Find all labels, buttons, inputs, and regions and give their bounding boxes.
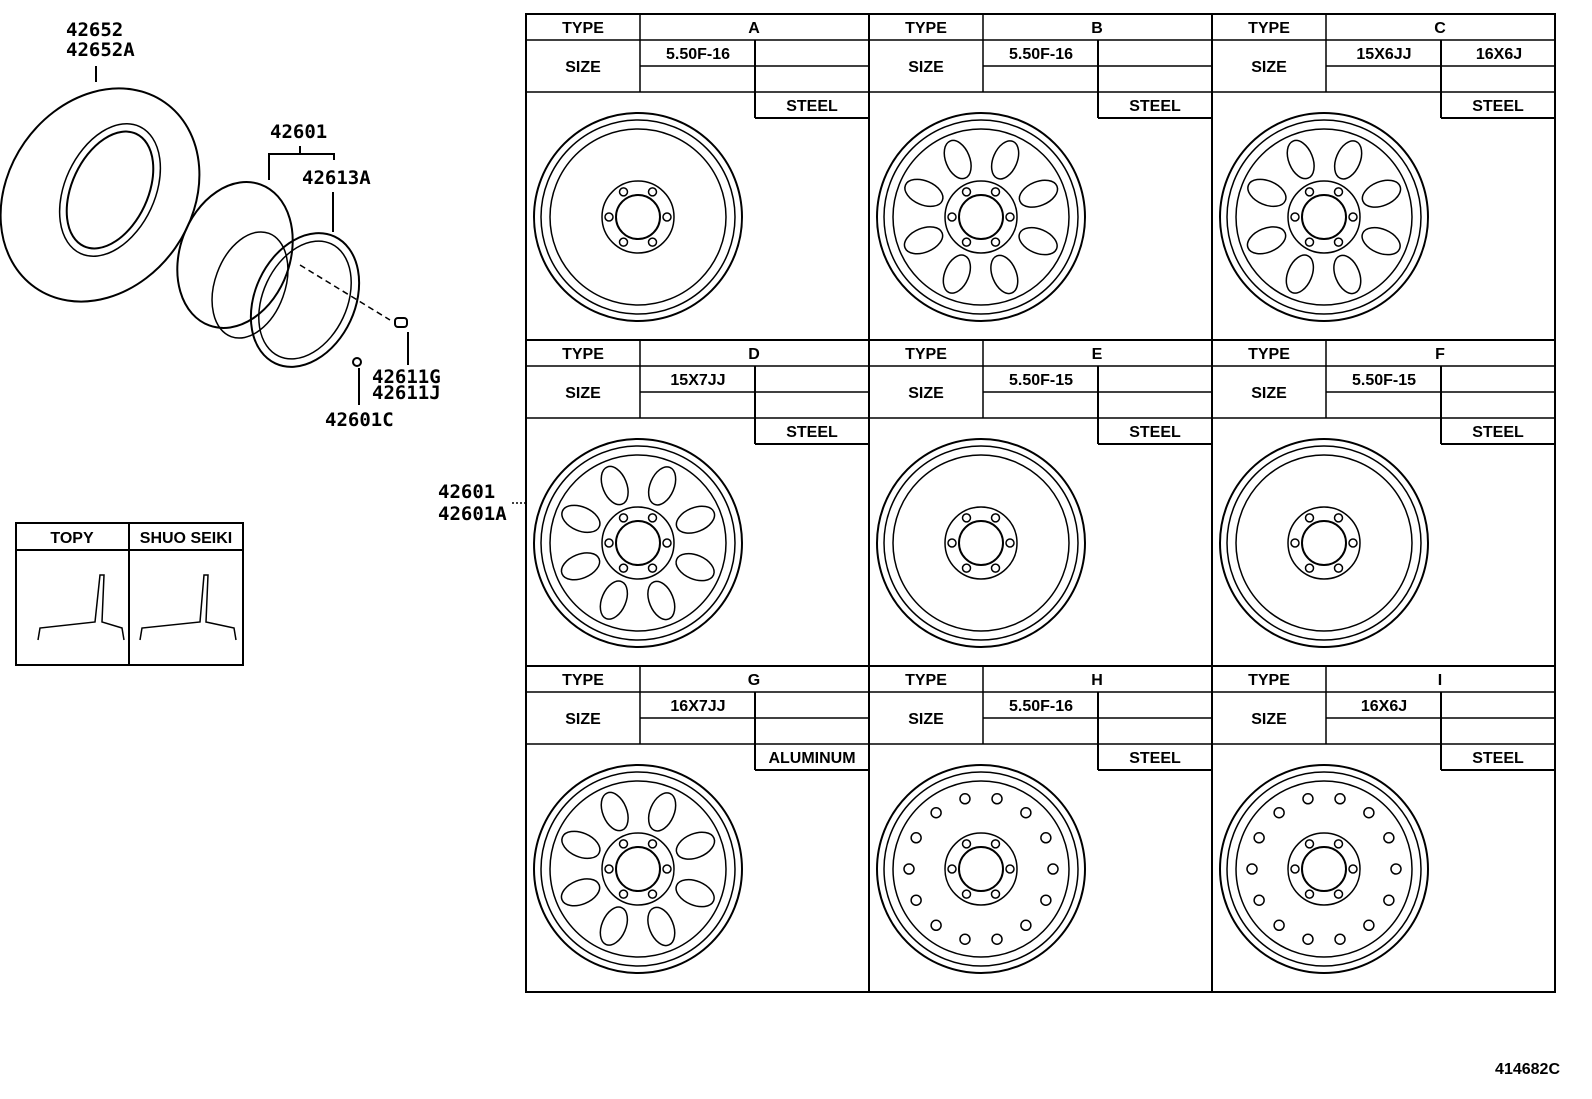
part-label-42601[interactable]: 42601 — [270, 121, 327, 143]
size-label: SIZE — [1251, 711, 1287, 728]
type-label: TYPE — [905, 346, 947, 363]
size-label: SIZE — [908, 385, 944, 402]
part-label-42601-ref[interactable]: 42601 — [438, 481, 495, 503]
material-value: STEEL — [1129, 98, 1181, 115]
size-value: 5.50F-16 — [1009, 698, 1073, 715]
size-value: 16X6J — [1361, 698, 1407, 715]
maker-topy: TOPY — [50, 530, 94, 547]
wheel-e-icon — [876, 438, 1086, 648]
type-value: G — [748, 672, 760, 689]
size-value: 16X6J — [1476, 46, 1522, 63]
wheel-h-icon — [876, 764, 1086, 974]
wheel-i-icon — [1219, 764, 1429, 974]
wheel-d-icon — [533, 438, 743, 648]
part-label-42601a-ref[interactable]: 42601A — [438, 503, 507, 525]
material-value: STEEL — [1129, 750, 1181, 767]
tire-illustration — [0, 87, 201, 303]
part-label-42652a[interactable]: 42652A — [66, 39, 135, 61]
type-value: H — [1091, 672, 1103, 689]
size-label: SIZE — [908, 59, 944, 76]
material-value: STEEL — [1472, 98, 1524, 115]
size-value: 15X7JJ — [670, 372, 725, 389]
maker-shuo-seiki: SHUO SEIKI — [140, 530, 232, 547]
valve-illustration — [352, 317, 409, 405]
size-value: 5.50F-16 — [666, 46, 730, 63]
type-value: A — [748, 20, 760, 37]
type-value: C — [1434, 20, 1446, 37]
rim-profile-topy — [37, 574, 125, 641]
size-value: 15X6JJ — [1356, 46, 1411, 63]
size-label: SIZE — [565, 711, 601, 728]
type-label: TYPE — [562, 20, 604, 37]
material-value: ALUMINUM — [768, 750, 855, 767]
wheel-type-g[interactable]: TYPE G SIZE 16X7JJ ALUMINUM — [525, 665, 870, 993]
type-label: TYPE — [905, 672, 947, 689]
type-label: TYPE — [562, 346, 604, 363]
wheel-illustration — [176, 181, 391, 368]
type-label: TYPE — [1248, 672, 1290, 689]
size-label: SIZE — [1251, 59, 1287, 76]
type-value: B — [1091, 20, 1103, 37]
wheel-type-i[interactable]: TYPE I SIZE 16X6J STEEL — [1211, 665, 1556, 993]
type-label: TYPE — [562, 672, 604, 689]
part-label-42613a[interactable]: 42613A — [302, 167, 371, 189]
material-value: STEEL — [1129, 424, 1181, 441]
size-label: SIZE — [565, 59, 601, 76]
wheel-type-c[interactable]: TYPE C SIZE 15X6JJ 16X6J STEEL — [1211, 13, 1556, 341]
part-label-42611j[interactable]: 42611J — [372, 382, 441, 404]
wheel-f-icon — [1219, 438, 1429, 648]
type-value: I — [1438, 672, 1442, 689]
wheel-g-icon — [533, 764, 743, 974]
type-label: TYPE — [1248, 346, 1290, 363]
part-label-42611g[interactable]: 42611G — [372, 366, 441, 388]
exploded-view: 42652 42652A 42601 42613A 42611G 42611J … — [0, 19, 526, 525]
wheel-c-icon — [1219, 112, 1429, 322]
size-value: 16X7JJ — [670, 698, 725, 715]
size-value: 5.50F-15 — [1352, 372, 1416, 389]
material-value: STEEL — [1472, 424, 1524, 441]
wheel-a-icon — [533, 112, 743, 322]
diagram-id: 414682C — [1495, 1061, 1560, 1078]
size-label: SIZE — [1251, 385, 1287, 402]
maker-table: TOPY SHUO SEIKI — [15, 522, 244, 666]
size-label: SIZE — [565, 385, 601, 402]
type-value: D — [748, 346, 760, 363]
material-value: STEEL — [786, 424, 838, 441]
size-value: 5.50F-16 — [1009, 46, 1073, 63]
material-value: STEEL — [786, 98, 838, 115]
part-label-42601c[interactable]: 42601C — [325, 409, 394, 431]
part-label-42652[interactable]: 42652 — [66, 19, 123, 41]
wheel-type-d[interactable]: TYPE D SIZE 15X7JJ STEEL — [525, 339, 870, 667]
size-value: 5.50F-15 — [1009, 372, 1073, 389]
type-label: TYPE — [905, 20, 947, 37]
wheel-b-icon — [876, 112, 1086, 322]
material-value: STEEL — [1472, 750, 1524, 767]
size-label: SIZE — [908, 711, 944, 728]
type-value: F — [1435, 346, 1445, 363]
type-value: E — [1092, 346, 1103, 363]
rim-profile-shuo-seiki — [139, 574, 237, 641]
type-label: TYPE — [1248, 20, 1290, 37]
